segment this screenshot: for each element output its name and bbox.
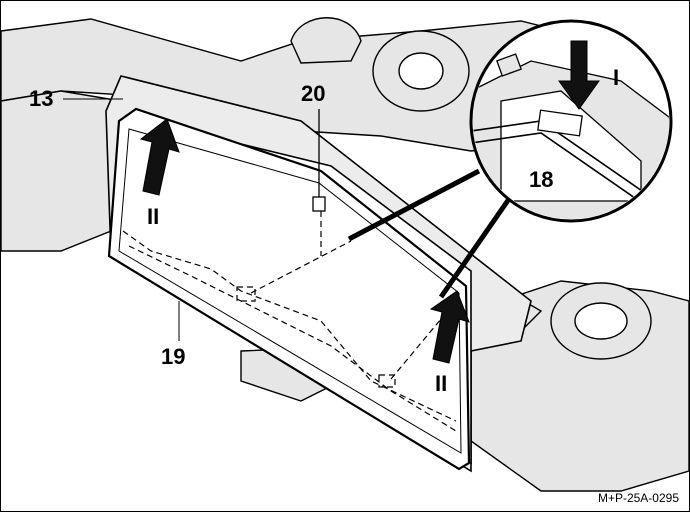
arrow-down-icon — [558, 40, 600, 110]
callout-20: 20 — [301, 81, 326, 106]
direction-label-i: I — [613, 65, 620, 90]
callout-18: 18 — [529, 167, 554, 192]
arrow-up-icon — [139, 118, 180, 196]
magnifier-connectors — [347, 168, 514, 299]
callout-13: 13 — [29, 86, 54, 111]
figure-reference-code: M+P-25A-0295 — [597, 491, 679, 505]
clip-20 — [312, 109, 326, 212]
direction-label-ii-left: II — [147, 204, 160, 229]
arrow-up-icon — [429, 290, 470, 364]
callout-19: 19 — [161, 344, 186, 369]
magnifier-circle-icon — [469, 19, 673, 223]
direction-label-ii-right: II — [435, 371, 448, 396]
